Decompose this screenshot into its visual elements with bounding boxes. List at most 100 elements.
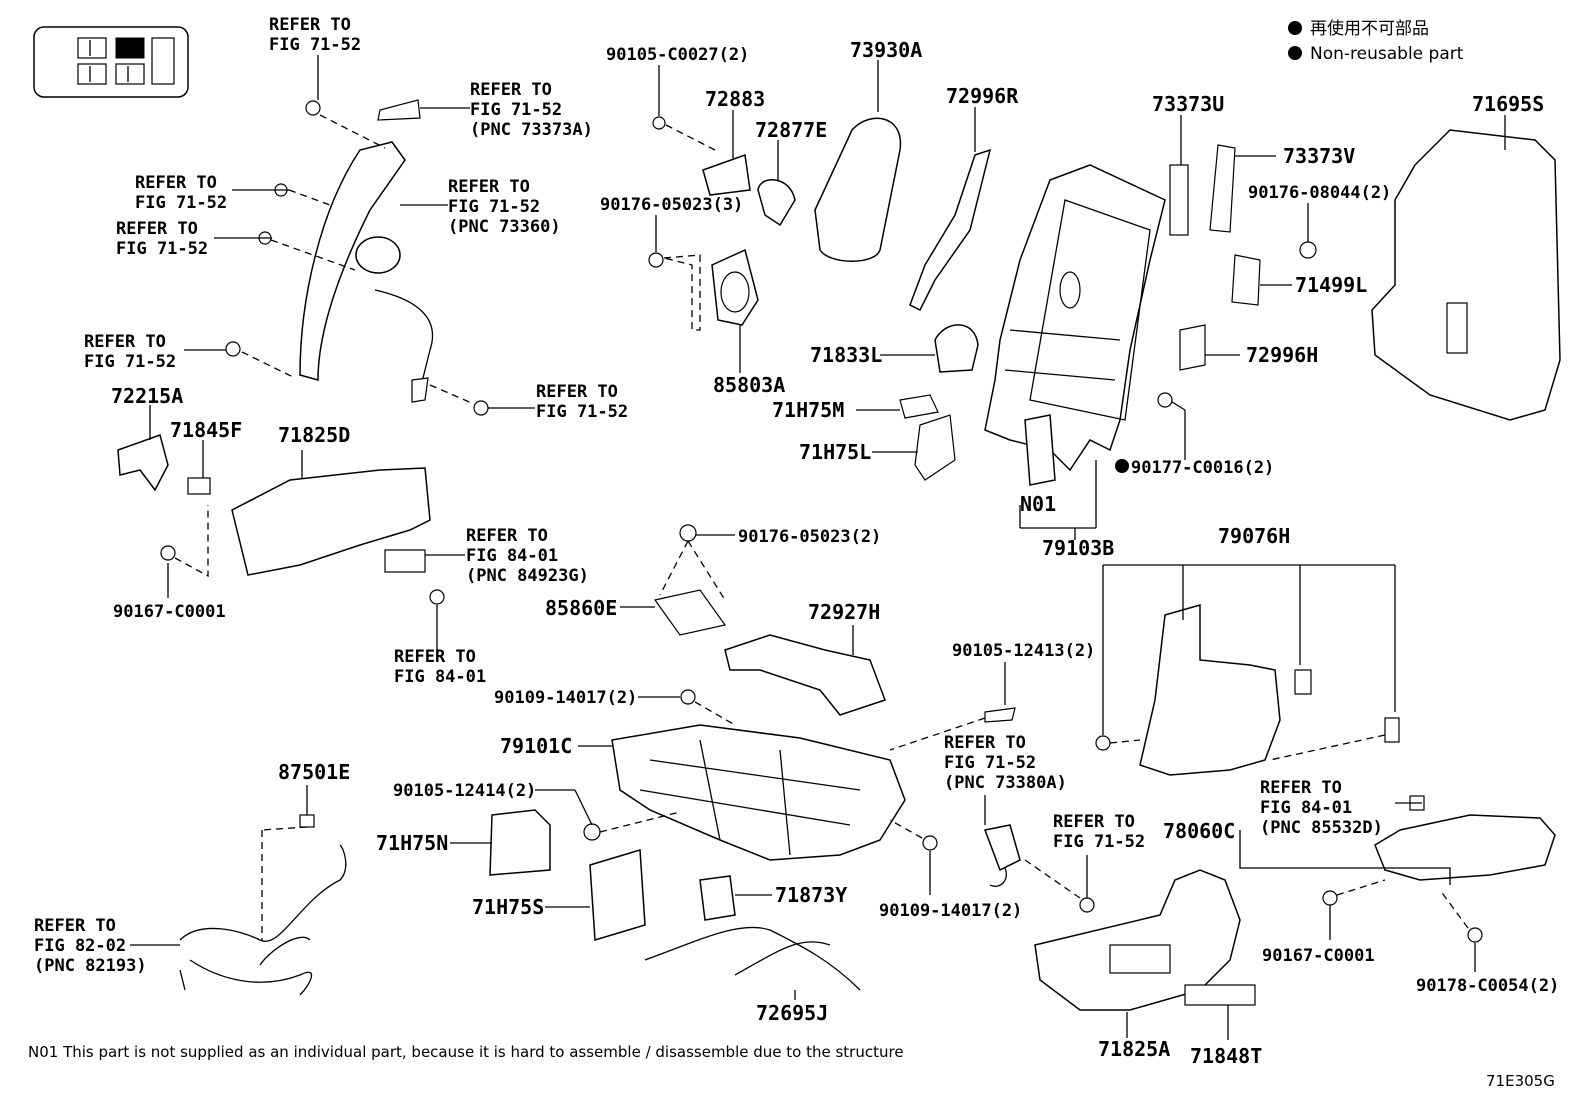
label-71873Y: 71873Y [775,883,847,907]
label-r12-l3: (PNC 85532D) [1260,818,1383,838]
label-90109-14017-b: 90109-14017(2) [879,901,1022,921]
label-90178-C0054: 90178-C0054(2) [1416,976,1559,996]
label-71845F: 71845F [170,418,242,442]
label-71825A: 71825A [1098,1037,1170,1061]
switch-71848T-drawing [1184,984,1256,1006]
label-r6-l1: REFER TO [84,332,166,352]
label-r5-l2: FIG 71-52 [116,239,208,259]
guide-73373U-drawing [1169,164,1189,236]
label-r7-l1: REFER TO [536,382,618,402]
harness-82193-drawing [179,844,347,996]
label-r12-l1: REFER TO [1260,778,1342,798]
cover-71H75N-drawing [489,809,551,876]
shield-71825D-drawing [231,467,431,576]
label-90105-12413: 90105-12413(2) [952,641,1095,661]
switch-84923G-drawing [384,549,426,573]
label-71499L: 71499L [1295,273,1367,297]
seat-back-frame-drawing [984,164,1166,540]
cable-72695J-drawing [644,926,861,991]
label-r2-l3: (PNC 73373A) [470,120,593,140]
label-72215A: 72215A [111,384,183,408]
switch-71845F-drawing [187,477,211,495]
label-79076H: 79076H [1218,524,1290,548]
guide-73373V-drawing [1209,144,1236,233]
label-79101C: 79101C [500,734,572,758]
cover-72996H-drawing [1179,324,1206,371]
cover-71833L-drawing [934,324,979,373]
armrest-78060C-drawing [1374,814,1556,881]
buckle-73380A-drawing [983,824,1021,872]
label-N01: N01 [1020,492,1056,516]
label-r3-l2: FIG 71-52 [135,193,227,213]
legend-en: Non-reusable part [1310,44,1464,64]
label-r10-l3: (PNC 73380A) [944,773,1067,793]
cover-71H75S-drawing [589,849,646,941]
back-board-71695S-drawing [1371,129,1561,421]
label-r5-l1: REFER TO [116,219,198,239]
recliner-cover-drawing [648,116,796,331]
trim-79076H-drawing [1139,604,1281,776]
label-90177-C0016: 90177-C0016(2) [1131,458,1274,478]
label-87501E: 87501E [278,760,350,784]
label-r4-l1: REFER TO [448,177,530,197]
shield-71825A-drawing [1034,869,1241,1011]
label-r12-l2: FIG 84-01 [1260,798,1352,818]
label-71833L: 71833L [810,343,882,367]
label-71695S: 71695S [1472,92,1544,116]
label-73373V: 73373V [1283,144,1355,168]
label-r10-l2: FIG 71-52 [944,753,1036,773]
label-r9-l1: REFER TO [394,647,476,667]
footnote: N01 This part is not supplied as an indi… [28,1043,904,1061]
label-r8-l2: FIG 84-01 [466,546,558,566]
seat-locator-icon [33,26,189,98]
label-r10-l1: REFER TO [944,733,1026,753]
cover-71H75L-drawing [914,414,956,481]
label-71825D: 71825D [278,423,350,447]
label-r1-l2: FIG 71-52 [269,35,361,55]
label-r11-l1: REFER TO [1053,812,1135,832]
label-r2-l2: FIG 71-52 [470,100,562,120]
figure-code: 71E305G [1486,1072,1555,1090]
label-90167-C0001-b: 90167-C0001 [1262,946,1375,966]
label-85803A: 85803A [713,373,785,397]
label-79103B: 79103B [1042,536,1114,560]
label-r13-l3: (PNC 82193) [34,956,147,976]
label-90105-12414: 90105-12414(2) [393,781,536,801]
non-reusable-marker [1115,459,1129,473]
cover-71H75M-drawing [899,394,939,419]
motor-71499L-drawing [1231,254,1261,306]
label-r1-l1: REFER TO [269,15,351,35]
label-73930A: 73930A [850,38,922,62]
label-r2-l1: REFER TO [470,80,552,100]
label-90105-C0027: 90105-C0027(2) [606,45,749,65]
bracket-72996R-drawing [909,148,992,312]
label-90176-05023-3: 90176-05023(3) [600,195,743,215]
motor-85860E-drawing [653,589,727,636]
label-85860E: 85860E [545,596,617,620]
label-72695J: 72695J [756,1001,828,1025]
label-r9-l2: FIG 84-01 [394,667,486,687]
label-r4-l3: (PNC 73360) [448,217,561,237]
bracket-72927H-drawing [724,634,886,716]
label-r8-l3: (PNC 84923G) [466,566,589,586]
legend-jp: 再使用不可部品 [1310,18,1429,39]
knob-72215A-drawing [117,434,169,492]
label-71H75S: 71H75S [472,895,544,919]
label-90109-14017-a: 90109-14017(2) [494,688,637,708]
label-72877E: 72877E [755,118,827,142]
label-71848T: 71848T [1190,1044,1262,1068]
cover-71873Y-drawing [699,875,736,921]
label-71H75N: 71H75N [376,831,448,855]
